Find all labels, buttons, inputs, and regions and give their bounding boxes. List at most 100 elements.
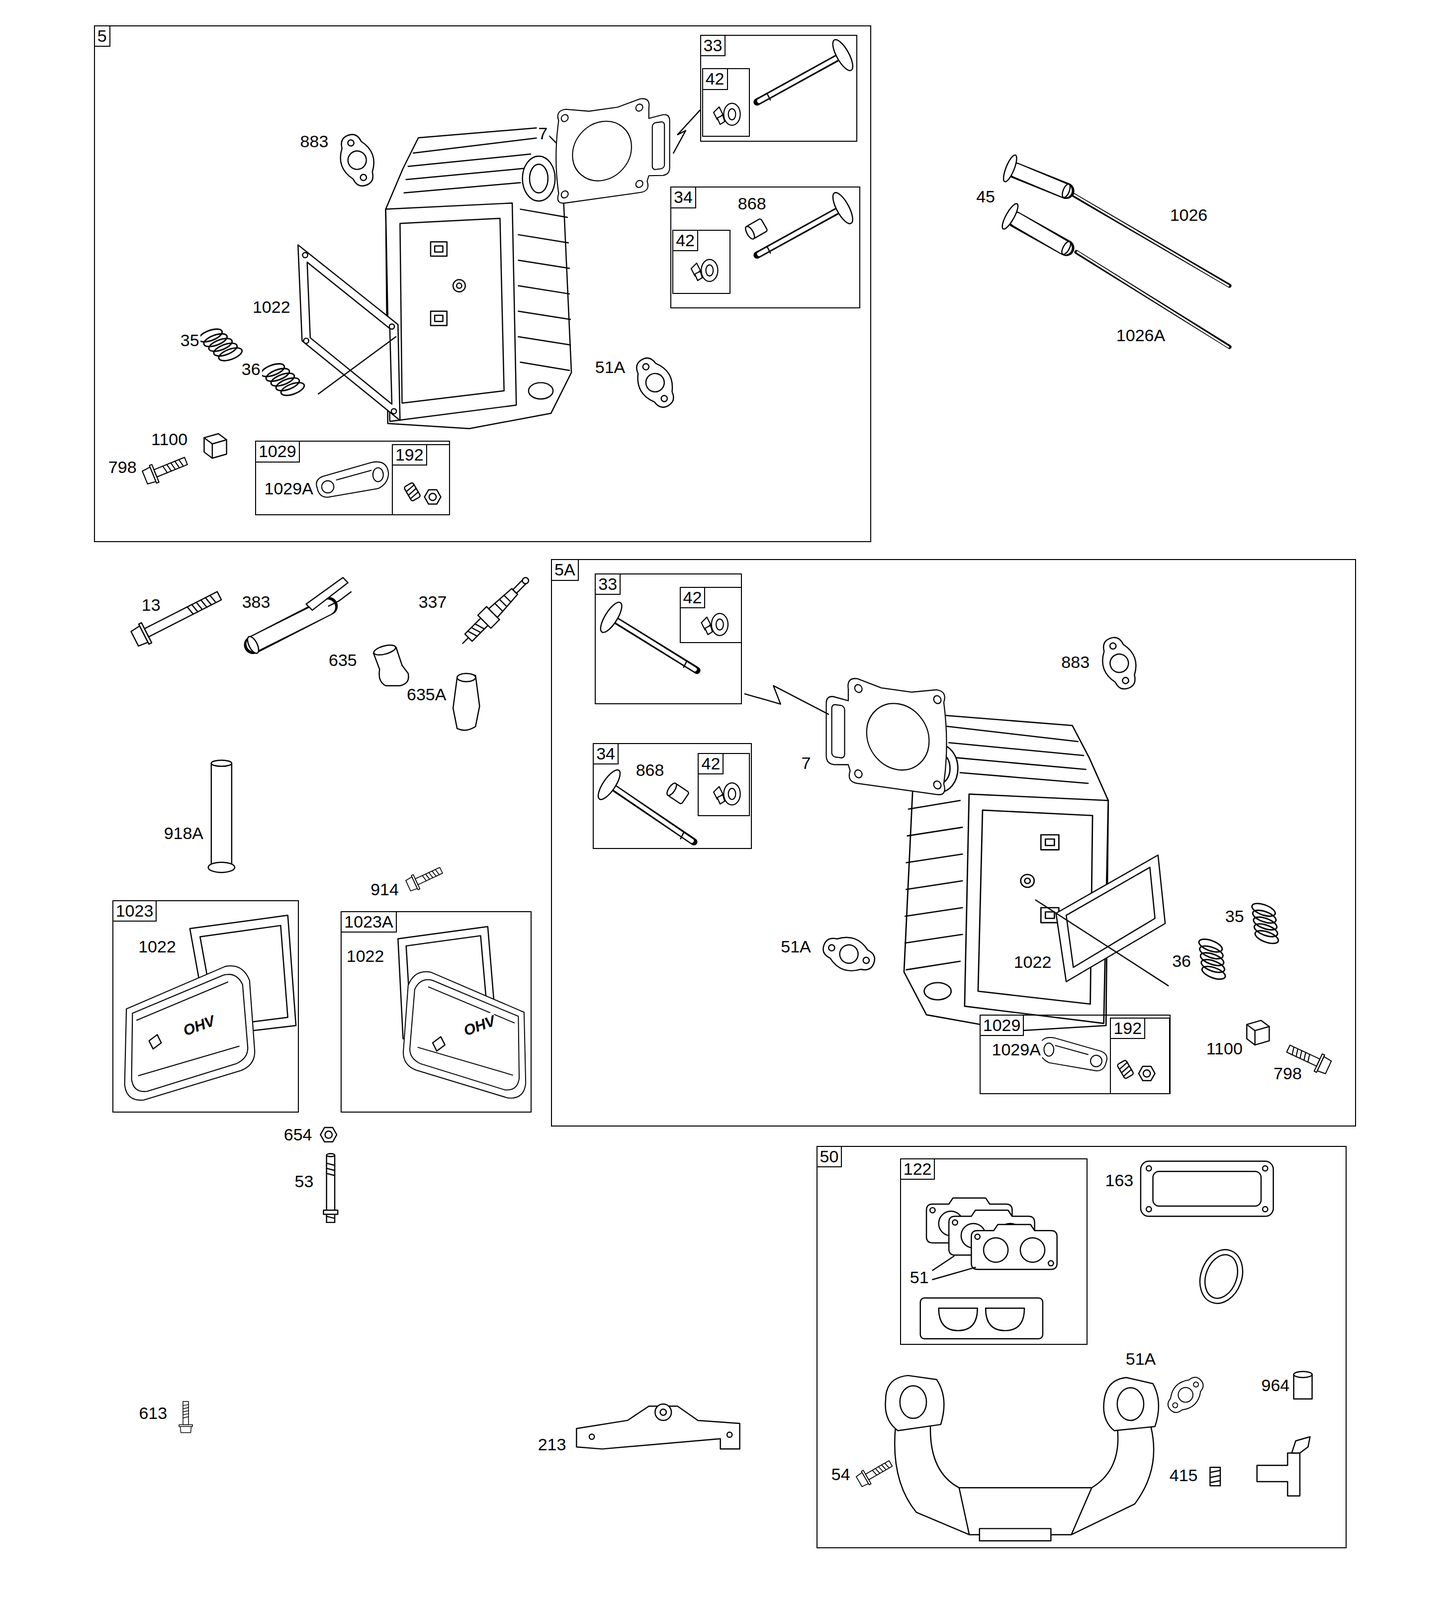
callout-number: 51A [1124,1349,1158,1368]
cover-gasket [391,408,397,414]
valve-seal [743,218,768,241]
valve [828,36,857,74]
callout-number: 51A [779,937,813,956]
cover-gasket [1035,854,1169,986]
valve-spring [197,322,244,368]
bracket [589,1434,595,1440]
carburetor-gasket [920,1297,1043,1339]
spark-plug [494,594,512,612]
callout-number: 35 [179,331,201,351]
spark-plug [521,576,530,585]
adjust-screw [403,482,421,502]
valve-retainer [713,782,741,805]
leader-line [932,1256,976,1280]
callout-number: 337 [417,592,449,612]
pushrod [1074,194,1229,286]
group-number: 42 [697,752,724,775]
adjust-screw [403,482,421,502]
cover-gasket [1035,900,1169,986]
callout-number: 7 [536,124,549,143]
callout-number: 868 [634,760,666,780]
sub-group-frame: 192 [1109,1017,1171,1094]
callout-number: 51 [908,1268,931,1287]
air-gasket [1262,1165,1268,1171]
sub-group-frame: 42 [697,752,750,817]
cover-gasket [297,244,400,421]
group-number: 122 [900,1158,936,1180]
sub-group-frame: 19210291029A [979,1014,1171,1094]
callout-number: 54 [829,1464,852,1484]
breather-tube [253,606,329,645]
intake-gasket [1161,1370,1210,1419]
break-line [673,110,700,154]
valve-seal [665,781,690,805]
elbow-fitting [1291,1436,1311,1454]
valve [616,620,695,669]
callout-number: 798 [106,457,139,477]
dipstick-tube [208,862,235,873]
group-number: 34 [670,186,697,208]
callout-number: 635A [405,685,448,705]
valve-retainer [701,613,728,636]
valve [596,599,626,636]
bolt [404,863,445,894]
intake-manifold [979,1528,1052,1541]
intake-manifold [885,1375,1159,1541]
bracket [727,1432,732,1438]
plug-boot [456,673,476,682]
clip [1246,1020,1270,1045]
tappet [999,201,1021,231]
group-number: 192 [391,444,428,466]
callout-number: 45 [974,187,997,206]
valve-spring [1188,936,1236,982]
head-bolt [129,585,225,649]
head-gasket [826,674,947,796]
intake-gasket [627,351,683,414]
tappet [1015,170,1067,191]
air-gasket [1140,1161,1274,1217]
group-number: 50 [816,1145,843,1168]
group-number: 42 [702,68,728,90]
dipstick-tube [211,763,232,866]
logo-mark [149,1034,162,1049]
air-gasket [1146,1206,1152,1212]
callout-number: 1026A [1114,326,1167,345]
elbow-fitting [1257,1436,1311,1496]
valve-spring [197,322,244,368]
valve [683,660,687,667]
break-line [744,685,829,715]
valve [680,832,684,839]
pushrod [1073,194,1230,286]
bolt [855,1456,895,1489]
valve-cover [403,971,526,1098]
stud [326,1163,335,1219]
callout-number: 53 [293,1172,316,1191]
spark-plug [455,571,535,650]
callout-number: 213 [536,1435,568,1455]
plug-boot [453,673,480,730]
cover-gasket [1066,867,1155,968]
sub-group-frame: 4234868 [670,186,861,308]
cover-gasket [307,262,392,404]
group-number: 1023 [112,900,158,922]
plug [1209,1469,1221,1483]
tappet [1060,182,1072,199]
group-number: 42 [672,229,699,252]
valve-retainer [713,103,741,126]
callout-number: 36 [1170,951,1193,971]
carburetor-gasket [938,1307,978,1331]
group-number: 1029 [255,440,300,462]
hose-sleeve [1293,1370,1313,1377]
carburetor-gasket [971,1224,1057,1270]
tappet [999,201,1073,256]
callout-number: 36 [240,360,263,379]
cover-gasket [302,252,308,258]
valve-seal [743,218,768,241]
valve [828,189,857,227]
stud [323,1153,339,1222]
callout-number: 613 [137,1403,169,1423]
rocker-arm [1039,1037,1107,1071]
valve [756,210,839,256]
